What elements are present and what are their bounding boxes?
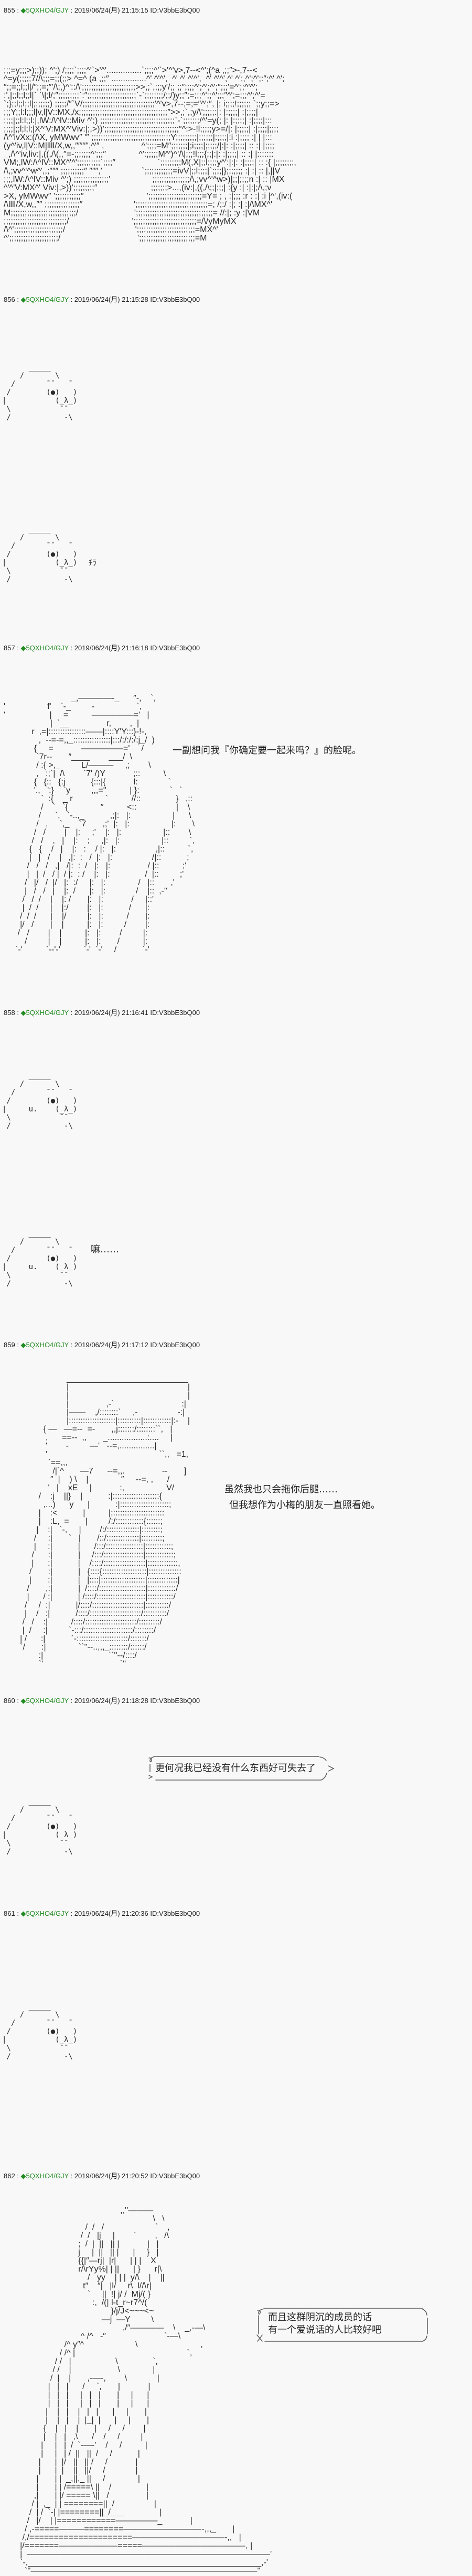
header-separator: : bbox=[15, 1909, 21, 1917]
ascii-art: ;;;=y;;;>);;)); ^';) /;;;;`;;;;^'`>'^'..… bbox=[4, 66, 296, 243]
post-id: ID:V3bbE3bQ00 bbox=[150, 644, 200, 652]
post-number: 861 bbox=[4, 1909, 15, 1917]
post-time: 21:15:15 bbox=[122, 6, 148, 14]
post-id: ID:V3bbE3bQ00 bbox=[150, 2172, 200, 2180]
post-time: 21:16:18 bbox=[122, 644, 148, 652]
post-trip: ◆5QXHO4/GJY bbox=[20, 2172, 69, 2180]
post-number: 859 bbox=[4, 1341, 15, 1349]
post-time: 21:15:28 bbox=[122, 296, 148, 303]
post-id: ID:V3bbE3bQ00 bbox=[150, 1697, 200, 1705]
post-date: 2019/06/24(月) bbox=[74, 1009, 120, 1017]
post-number: 860 bbox=[4, 1697, 15, 1705]
post-header: 862 : ◆5QXHO4/GJY : 2019/06/24(月) 21:20:… bbox=[4, 2172, 200, 2180]
post-date: 2019/06/24(月) bbox=[74, 6, 120, 14]
post-trip: ◆5QXHO4/GJY bbox=[20, 644, 69, 652]
post-number: 857 bbox=[4, 644, 15, 652]
post-date: 2019/06/24(月) bbox=[74, 2172, 120, 2180]
header-separator: : bbox=[68, 1909, 74, 1917]
header-separator: : bbox=[68, 1697, 74, 1705]
header-separator: : bbox=[68, 6, 74, 14]
post-trip: ◆5QXHO4/GJY bbox=[20, 1697, 69, 1705]
post-id: ID:V3bbE3bQ00 bbox=[150, 296, 200, 303]
post-number: 856 bbox=[4, 296, 15, 303]
ascii-art: __________________________ | | | | bbox=[20, 1374, 190, 1668]
header-separator: : bbox=[68, 296, 74, 303]
bubble-text: 有一个爱说话的人比较好吧 bbox=[268, 2324, 381, 2335]
speech-bubble-frame-icon bbox=[256, 2308, 428, 2342]
dialogue-text: 虽然我也只会拖你后腿…… bbox=[224, 1484, 338, 1495]
header-separator: : bbox=[15, 644, 21, 652]
header-separator: : bbox=[15, 1341, 21, 1349]
post-trip: ◆5QXHO4/GJY bbox=[20, 6, 69, 14]
post-time: 21:18:28 bbox=[122, 1697, 148, 1705]
header-separator: : bbox=[15, 6, 21, 14]
side-text: ﾁﾗ bbox=[89, 558, 97, 567]
ascii-art: ,,''――― \ \ / / / ` , / / |j | bbox=[20, 2206, 272, 2575]
header-separator: : bbox=[15, 2172, 21, 2180]
post-header: 858 : ◆5QXHO4/GJY : 2019/06/24(月) 21:16:… bbox=[4, 1009, 200, 1017]
header-separator: : bbox=[68, 1341, 74, 1349]
header-separator: : bbox=[68, 1009, 74, 1017]
post-date: 2019/06/24(月) bbox=[74, 296, 120, 303]
post-date: 2019/06/24(月) bbox=[74, 644, 120, 652]
header-separator: : bbox=[68, 644, 74, 652]
post-trip: ◆5QXHO4/GJY bbox=[20, 296, 69, 303]
yaruo-ascii-art: _____ / \ / ¯¯ ¯ / (●) ) | (_λ_) \ ¯¯ / … bbox=[2, 2002, 78, 2061]
dialogue-text: 但我想作为小梅的朋友一直照看她。 bbox=[229, 1500, 380, 1511]
header-separator: : bbox=[15, 296, 21, 303]
dialogue-text: 一副想问我『你确定要一起来吗？』的脸呢。 bbox=[173, 745, 361, 756]
post-id: ID:V3bbE3bQ00 bbox=[150, 1009, 200, 1017]
post-trip: ◆5QXHO4/GJY bbox=[20, 1909, 69, 1917]
post-number: 858 bbox=[4, 1009, 15, 1017]
post-time: 21:17:12 bbox=[122, 1341, 148, 1349]
post-header: 856 : ◆5QXHO4/GJY : 2019/06/24(月) 21:15:… bbox=[4, 296, 200, 304]
speech-bubble-frame-icon bbox=[148, 1756, 335, 1781]
post-date: 2019/06/24(月) bbox=[74, 1697, 120, 1705]
post-time: 21:20:36 bbox=[122, 1909, 148, 1917]
yaruo-ascii-art: _____ / \ / ¯¯ ¯ / (●) ) | (_λ_) \ ¯¯ / … bbox=[2, 525, 78, 584]
post-id: ID:V3bbE3bQ00 bbox=[150, 1341, 200, 1349]
post-number: 855 bbox=[4, 6, 15, 14]
post-trip: ◆5QXHO4/GJY bbox=[20, 1341, 69, 1349]
post-number: 862 bbox=[4, 2172, 15, 2180]
post-id: ID:V3bbE3bQ00 bbox=[150, 1909, 200, 1917]
post-id: ID:V3bbE3bQ00 bbox=[150, 6, 200, 14]
post-trip: ◆5QXHO4/GJY bbox=[20, 1009, 69, 1017]
post-time: 21:16:41 bbox=[122, 1009, 148, 1017]
post-time: 21:20:52 bbox=[122, 2172, 148, 2180]
bubble-text: 而且这群阴沉的成员的话 bbox=[268, 2312, 372, 2323]
header-separator: : bbox=[15, 1697, 21, 1705]
header-separator: : bbox=[68, 2172, 74, 2180]
post-header: 855 : ◆5QXHO4/GJY : 2019/06/24(月) 21:15:… bbox=[4, 6, 200, 15]
post-header: 860 : ◆5QXHO4/GJY : 2019/06/24(月) 21:18:… bbox=[4, 1697, 200, 1705]
yaruo-ascii-art: _____ / \ / ¯¯ ¯ / (●) ) | u. (_λ_) \ ¯¯… bbox=[2, 1229, 78, 1288]
ascii-art: _,――――-_ ″-, `, ' f' `-_ - `, ' | = ――――… bbox=[4, 694, 195, 954]
post-header: 859 : ◆5QXHO4/GJY : 2019/06/24(月) 21:17:… bbox=[4, 1341, 200, 1349]
bubble-text: 更何况我已经没有什么东西好可失去了 bbox=[155, 1763, 316, 1774]
post-header: 857 : ◆5QXHO4/GJY : 2019/06/24(月) 21:16:… bbox=[4, 644, 200, 652]
yaruo-ascii-art: _____ / \ / ¯¯ ¯ / (●) ) | (_λ_) \ ¯¯ / … bbox=[2, 1797, 78, 1856]
yaruo-ascii-art: _____ / \ / ¯¯ ¯ / (●) ) | (_λ_) \ ¯¯ / … bbox=[2, 363, 78, 422]
yaruo-ascii-art: _____ / \ / ¯¯ ¯ / (●) ) | u. (_λ_) \ ¯¯… bbox=[2, 1072, 78, 1130]
post-date: 2019/06/24(月) bbox=[74, 1909, 120, 1917]
post-header: 861 : ◆5QXHO4/GJY : 2019/06/24(月) 21:20:… bbox=[4, 1909, 200, 1918]
post-date: 2019/06/24(月) bbox=[74, 1341, 120, 1349]
side-text: 嘛…… bbox=[91, 1244, 119, 1255]
header-separator: : bbox=[15, 1009, 21, 1017]
